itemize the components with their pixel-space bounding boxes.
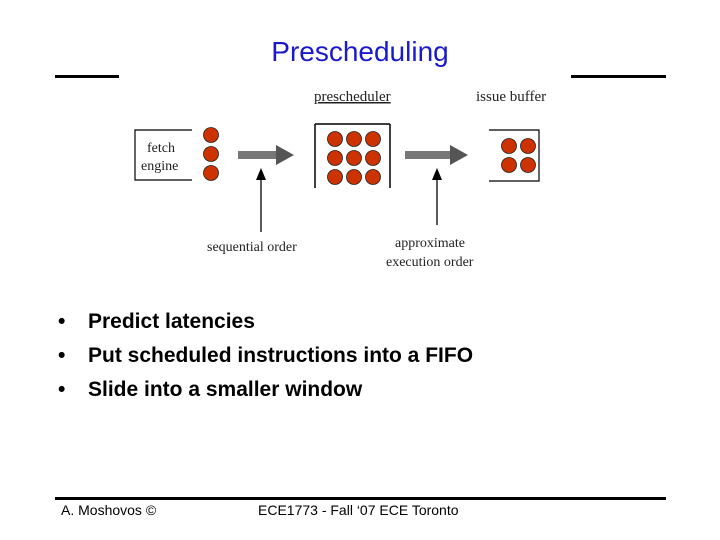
instruction-dot (520, 138, 536, 154)
instruction-dot (203, 146, 219, 162)
instruction-dot (346, 169, 362, 185)
issue-buffer-dots (501, 138, 536, 173)
prescheduling-diagram: fetch engine prescheduler issue buffer (134, 89, 546, 270)
instruction-dot (501, 138, 517, 154)
arrow-to-issue-buffer (405, 145, 468, 165)
instruction-dot (203, 127, 219, 143)
instruction-dot (365, 169, 381, 185)
instruction-dot (365, 131, 381, 147)
footer-course: ECE1773 - Fall ‘07 ECE Toronto (258, 502, 459, 518)
fetch-engine-box (134, 129, 192, 181)
sequential-order-label: sequential order (207, 240, 297, 255)
title-rule-left (55, 75, 119, 78)
instruction-dot (365, 150, 381, 166)
instruction-dot (327, 150, 343, 166)
instruction-dot (501, 157, 517, 173)
instruction-dot (327, 131, 343, 147)
prescheduler-box (314, 123, 391, 188)
bullet-glyph: • (58, 378, 66, 401)
slide-title: Prescheduling (271, 36, 449, 67)
bullet-glyph: • (58, 344, 66, 367)
fetch-engine-label-line1: fetch (147, 141, 175, 156)
instruction-dot (346, 131, 362, 147)
bullet-item: • Put scheduled instructions into a FIFO (58, 339, 473, 373)
title-rule-right (571, 75, 666, 78)
approximate-label-line2: execution order (386, 255, 474, 270)
prescheduler-label: prescheduler (314, 89, 391, 105)
instruction-dot (346, 150, 362, 166)
bullet-text: Predict latencies (88, 310, 255, 333)
instruction-dot (327, 169, 343, 185)
issue-buffer-label: issue buffer (476, 89, 546, 105)
bullet-list: • Predict latencies • Put scheduled instru… (58, 305, 473, 407)
arrow-to-prescheduler (238, 145, 294, 165)
fetch-engine-dots (203, 127, 219, 181)
approximate-label-line1: approximate (395, 236, 465, 251)
sequential-order-arrow (256, 168, 266, 232)
bullet-glyph: • (58, 310, 66, 333)
issue-buffer-box (489, 129, 540, 182)
footer-rule (55, 497, 666, 500)
bullet-text: Put scheduled instructions into a FIFO (88, 344, 474, 367)
prescheduler-dots (327, 131, 381, 185)
bullet-text: Slide into a smaller window (88, 378, 363, 401)
bullet-item: • Slide into a smaller window (58, 373, 473, 407)
footer-author: A. Moshovos © (61, 502, 157, 518)
bullet-item: • Predict latencies (58, 305, 473, 339)
approximate-order-arrow (432, 168, 442, 225)
instruction-dot (203, 165, 219, 181)
fetch-engine-label-line2: engine (141, 159, 178, 174)
instruction-dot (520, 157, 536, 173)
